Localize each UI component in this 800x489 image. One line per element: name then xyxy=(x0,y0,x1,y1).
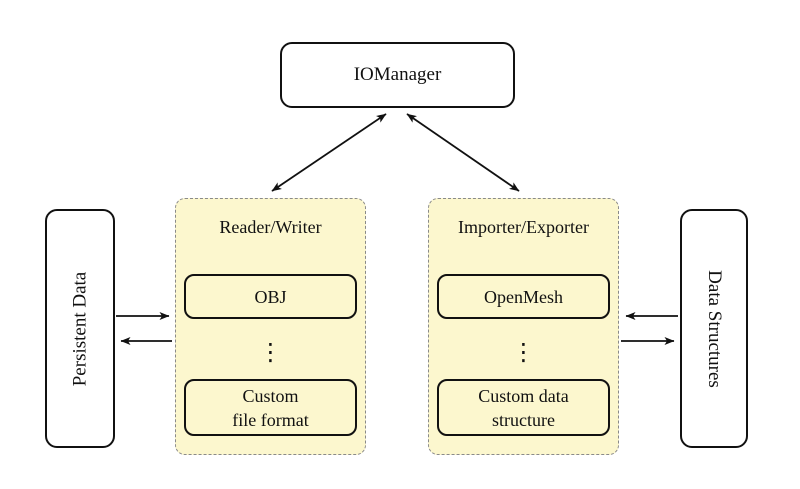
custom-data-structure-node[interactable]: Custom data structure xyxy=(437,379,610,436)
data-structures-node[interactable]: Data Structures xyxy=(680,209,748,448)
custom-data-structure-line2: structure xyxy=(492,409,555,430)
openmesh-node[interactable]: OpenMesh xyxy=(437,274,610,319)
data-structures-label: Data Structures xyxy=(704,269,725,388)
arrow-iomanager-importerexporter xyxy=(406,113,520,192)
custom-file-format-line1: Custom xyxy=(242,385,299,406)
vdots-right: ⋮ xyxy=(511,338,536,366)
reader-writer-title: Reader/Writer xyxy=(219,217,322,237)
iomanager-node[interactable]: IOManager xyxy=(280,42,515,108)
obj-label: OBJ xyxy=(254,286,287,307)
arrow-iomanager-readerwriter xyxy=(271,113,387,192)
openmesh-label: OpenMesh xyxy=(484,286,563,307)
persistent-data-node[interactable]: Persistent Data xyxy=(45,209,115,448)
custom-file-format-line2: file format xyxy=(232,409,309,430)
vdots-left: ⋮ xyxy=(258,338,283,366)
persistent-data-label: Persistent Data xyxy=(69,271,91,386)
custom-data-structure-line1: Custom data xyxy=(478,385,569,406)
custom-file-format-node[interactable]: Custom file format xyxy=(184,379,357,436)
importer-exporter-title: Importer/Exporter xyxy=(458,217,589,237)
reader-writer-panel: Reader/Writer OBJ ⋮ Custom file format xyxy=(175,198,366,455)
importer-exporter-panel: Importer/Exporter OpenMesh ⋮ Custom data… xyxy=(428,198,619,455)
iomanager-label: IOManager xyxy=(353,64,442,85)
obj-node[interactable]: OBJ xyxy=(184,274,357,319)
